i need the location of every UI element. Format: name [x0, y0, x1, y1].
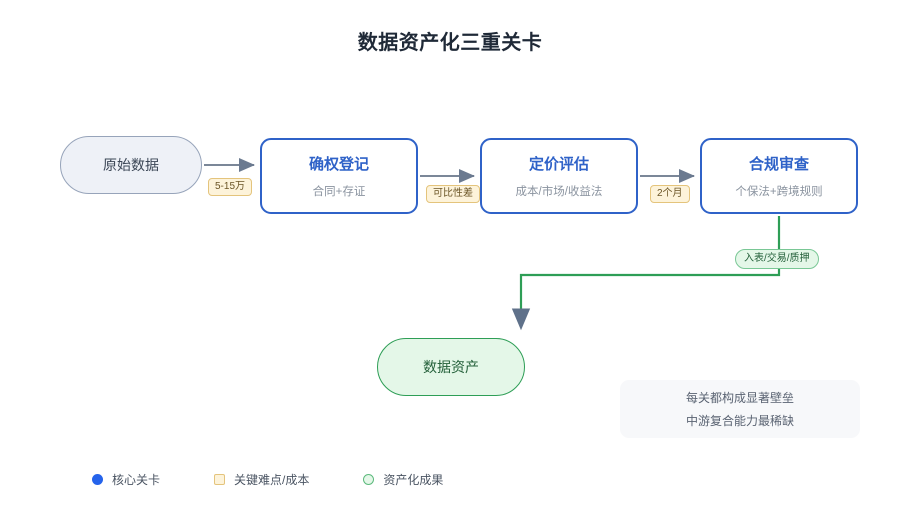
node-compliance-review-title: 合规审查	[748, 156, 809, 173]
edge-badge-cost-range: 5-15万	[208, 178, 253, 196]
legend-label-asset-outcome: 资产化成果	[383, 473, 444, 487]
node-raw-data[interactable]: 原始数据	[60, 136, 202, 194]
legend-item-key-difficulty: 关键难点/成本	[214, 471, 309, 488]
legend: 核心关卡 关键难点/成本 资产化成果	[92, 471, 443, 488]
node-raw-data-label: 原始数据	[103, 157, 159, 173]
node-rights-registration[interactable]: 确权登记 合同+存证	[260, 138, 418, 214]
page-title: 数据资产化三重关卡	[357, 32, 543, 54]
node-compliance-review[interactable]: 合规审查 个保法+跨境规则	[700, 138, 858, 214]
summary-note-line-1: 每关都构成显著壁垒	[685, 391, 794, 405]
legend-marker-square-yellow-icon	[214, 474, 226, 485]
legend-item-asset-outcome: 资产化成果	[363, 471, 443, 488]
legend-label-key-difficulty: 关键难点/成本	[234, 473, 310, 487]
edge-badge-duration: 2个月	[650, 185, 690, 203]
connector-gate3-to-asset	[511, 216, 781, 331]
summary-note-box: 每关都构成显著壁垒 中游复合能力最稀缺	[620, 380, 860, 438]
node-pricing-valuation-subtitle: 成本/市场/收益法	[515, 186, 603, 198]
edge-badge-outcome: 入表/交易/质押	[735, 249, 819, 269]
edge-badge-comparability: 可比性差	[426, 185, 480, 203]
legend-marker-filled-circle-blue-icon	[92, 474, 103, 485]
node-pricing-valuation-title: 定价评估	[528, 156, 589, 173]
node-data-asset-label: 数据资产	[423, 359, 479, 375]
legend-label-core-gate: 核心关卡	[112, 473, 161, 487]
node-rights-registration-title: 确权登记	[308, 156, 369, 173]
legend-marker-outline-circle-green-icon	[363, 474, 375, 485]
summary-note-line-2: 中游复合能力最稀缺	[685, 414, 794, 428]
node-rights-registration-subtitle: 合同+存证	[312, 186, 366, 198]
node-pricing-valuation[interactable]: 定价评估 成本/市场/收益法	[480, 138, 638, 214]
node-data-asset[interactable]: 数据资产	[377, 338, 525, 396]
node-compliance-review-subtitle: 个保法+跨境规则	[735, 186, 823, 198]
legend-item-core-gate: 核心关卡	[92, 471, 160, 488]
